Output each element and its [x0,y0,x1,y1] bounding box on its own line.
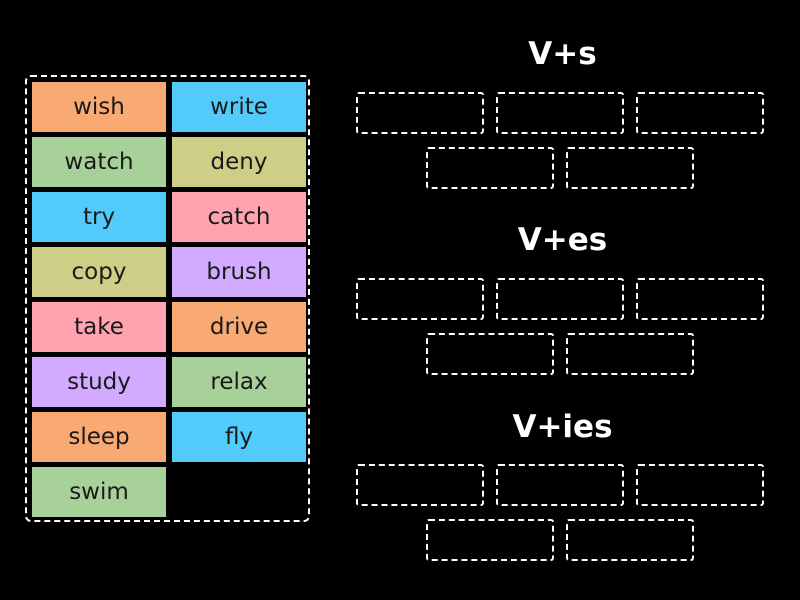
drop-slot-v-ies-5[interactable] [566,519,694,561]
drop-slot-v-es-4[interactable] [426,333,554,375]
group-title-v-ies: V+ies [512,409,613,445]
drop-slot-v-s-3[interactable] [636,92,764,134]
drop-slot-v-s-2[interactable] [496,92,624,134]
word-tile-write[interactable]: write [172,82,306,132]
word-tile-try[interactable]: try [32,192,166,242]
word-tile-catch[interactable]: catch [172,192,306,242]
word-tile-wish[interactable]: wish [32,82,166,132]
word-tile-relax[interactable]: relax [172,357,306,407]
group-title-v-s: V+s [528,36,597,72]
drop-slot-v-es-2[interactable] [496,278,624,320]
word-tile-drive[interactable]: drive [172,302,306,352]
word-tile-take[interactable]: take [32,302,166,352]
drop-slot-v-es-1[interactable] [356,278,484,320]
drop-slot-v-s-5[interactable] [566,147,694,189]
word-tile-brush[interactable]: brush [172,247,306,297]
word-tile-sleep[interactable]: sleep [32,412,166,462]
word-tile-watch[interactable]: watch [32,137,166,187]
drop-slot-v-s-1[interactable] [356,92,484,134]
word-tile-fly[interactable]: fly [172,412,306,462]
word-tile-copy[interactable]: copy [32,247,166,297]
word-tile-deny[interactable]: deny [172,137,306,187]
drop-slot-v-ies-1[interactable] [356,464,484,506]
drop-slot-v-es-5[interactable] [566,333,694,375]
group-title-v-es: V+es [517,222,608,258]
word-bank [25,75,310,522]
drop-slot-v-es-3[interactable] [636,278,764,320]
word-tile-study[interactable]: study [32,357,166,407]
drop-slot-v-s-4[interactable] [426,147,554,189]
drop-slot-v-ies-2[interactable] [496,464,624,506]
drop-slot-v-ies-3[interactable] [636,464,764,506]
drop-slot-v-ies-4[interactable] [426,519,554,561]
word-tile-swim[interactable]: swim [32,467,166,517]
